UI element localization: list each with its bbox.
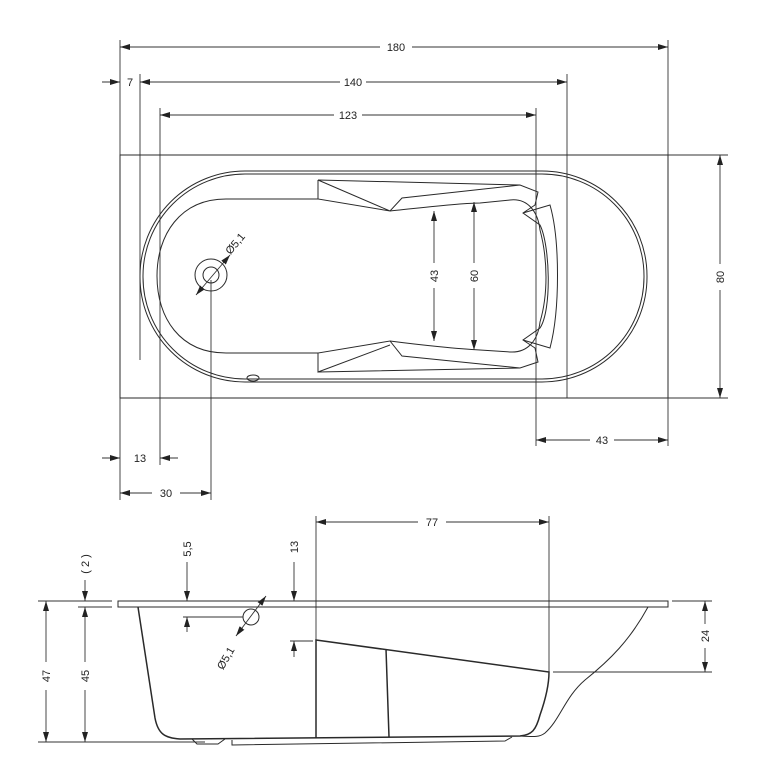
dim-rim-thickness: ( 2 ) [80,554,92,574]
dim-head-depth: 24 [700,630,712,642]
tub-outline [119,154,669,399]
dim-rim-offset: 7 [127,77,133,89]
dim-bottom-offset: 13 [134,453,146,465]
tub-profile [137,606,550,740]
backrest [317,179,558,373]
dim-slope-depth: 13 [289,541,301,553]
basin-outline [156,198,547,354]
dim-overall-width: 80 [715,271,727,283]
dim-inner-length: 140 [344,77,362,89]
side-overflow-diameter: Ø5,1 [215,645,237,672]
dim-slope-length: 77 [426,517,438,529]
rim-profile [117,600,669,608]
top-view: Ø5,1 180 7 140 123 80 43 60 13 30 [102,40,728,500]
dim-inner-depth: 45 [80,670,92,682]
dim-overall-height: 47 [41,670,53,682]
overflow-icon [242,608,260,626]
extension-lines [119,40,728,500]
drain-diameter-label: Ø5,1 [223,231,248,257]
dim-backrest-outer: 60 [469,270,481,282]
dim-drain-offset: 30 [160,488,172,500]
dim-overflow-depth: 5,5 [182,541,194,556]
dim-backrest-inner: 43 [429,270,441,282]
drain: Ø5,1 [194,231,248,296]
dim-head-offset: 43 [596,435,608,447]
side-view: Ø5,1 77 5,5 13 ( 2 ) 47 45 24 [38,516,712,746]
dim-bottom-length: 123 [339,110,357,122]
overflow-mark [246,374,260,382]
rim-outline [139,170,648,383]
dim-overall-length: 180 [387,42,405,54]
